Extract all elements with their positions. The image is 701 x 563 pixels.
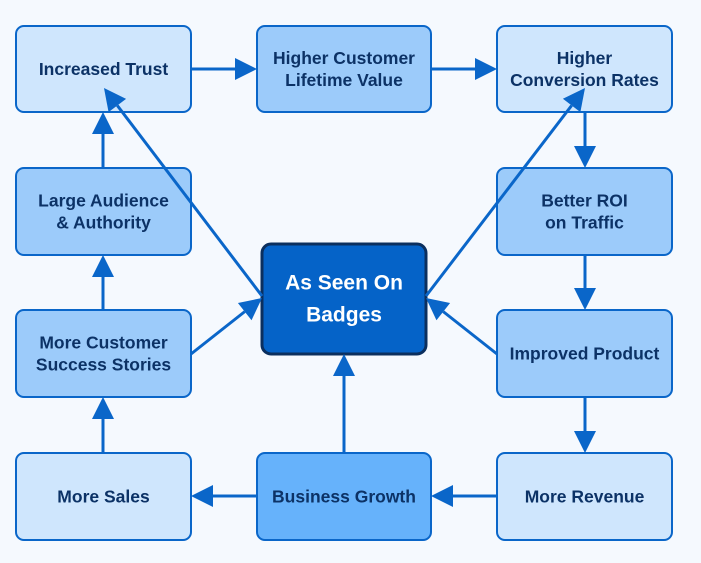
- arrowhead-icon: [237, 298, 262, 321]
- node-label: Large Audience: [38, 191, 169, 211]
- edge-center-to-conversion: [424, 88, 585, 297]
- node-label: Improved Product: [510, 344, 660, 364]
- edge-conversion-to-roi: [574, 112, 596, 168]
- node-label: More Customer: [39, 333, 168, 353]
- node-box: [496, 25, 673, 113]
- arrowhead-icon: [191, 485, 213, 507]
- arrowhead-icon: [562, 88, 585, 113]
- node-box: [260, 242, 428, 356]
- node-label: Badges: [306, 304, 382, 327]
- edge-line: [442, 310, 498, 356]
- arrowhead-icon: [574, 146, 596, 168]
- arrowhead-icon: [426, 298, 451, 321]
- arrowhead-icon: [431, 485, 453, 507]
- edge-audience-to-trust: [92, 112, 114, 168]
- node-label: Better ROI: [541, 191, 628, 211]
- node-box: [256, 25, 432, 113]
- edge-line: [190, 310, 246, 356]
- edge-line: [116, 104, 264, 297]
- node-audience[interactable]: Large Audience& Authority: [15, 167, 192, 256]
- node-box: [15, 167, 192, 256]
- edge-improved-to-center: [426, 298, 498, 356]
- node-improved[interactable]: Improved Product: [496, 309, 673, 398]
- arrowhead-icon: [235, 58, 257, 80]
- arrowhead-icon: [574, 288, 596, 310]
- node-growth[interactable]: Business Growth: [256, 452, 432, 541]
- edge-revenue-to-growth: [431, 485, 497, 507]
- arrowhead-icon: [92, 255, 114, 277]
- arrowhead-icon: [333, 354, 355, 376]
- node-label: Conversion Rates: [510, 70, 659, 90]
- edge-improved-to-revenue: [574, 397, 596, 453]
- node-box: [15, 309, 192, 398]
- arrowhead-icon: [475, 58, 497, 80]
- node-label: More Sales: [57, 487, 150, 507]
- edge-clv-to-conversion: [431, 58, 497, 80]
- node-center[interactable]: As Seen On Badges: [260, 242, 428, 356]
- node-label: Success Stories: [36, 355, 171, 375]
- edges: [92, 58, 596, 507]
- node-label: Higher Customer: [273, 48, 415, 68]
- node-label: Business Growth: [272, 487, 416, 507]
- edge-roi-to-improved: [574, 255, 596, 310]
- edge-sales-to-stories: [92, 397, 114, 453]
- edge-stories-to-audience: [92, 255, 114, 310]
- node-label: Higher: [557, 48, 613, 68]
- edge-growth-to-center: [333, 354, 355, 453]
- arrowhead-icon: [92, 397, 114, 419]
- node-label: & Authority: [56, 213, 151, 233]
- node-label: More Revenue: [525, 487, 645, 507]
- arrowhead-icon: [104, 88, 127, 113]
- arrowhead-icon: [574, 431, 596, 453]
- node-trust[interactable]: Increased Trust: [15, 25, 192, 113]
- node-label: Lifetime Value: [285, 70, 403, 90]
- edge-center-to-trust: [104, 88, 264, 297]
- node-revenue[interactable]: More Revenue: [496, 452, 673, 541]
- edge-growth-to-sales: [191, 485, 257, 507]
- node-box: [496, 167, 673, 256]
- node-label: As Seen On: [285, 272, 403, 295]
- node-label: Increased Trust: [39, 59, 169, 79]
- edge-stories-to-center: [190, 298, 262, 356]
- node-sales[interactable]: More Sales: [15, 452, 192, 541]
- node-label: on Traffic: [545, 213, 624, 233]
- edge-line: [424, 104, 573, 297]
- edge-trust-to-clv: [191, 58, 257, 80]
- arrowhead-icon: [92, 112, 114, 134]
